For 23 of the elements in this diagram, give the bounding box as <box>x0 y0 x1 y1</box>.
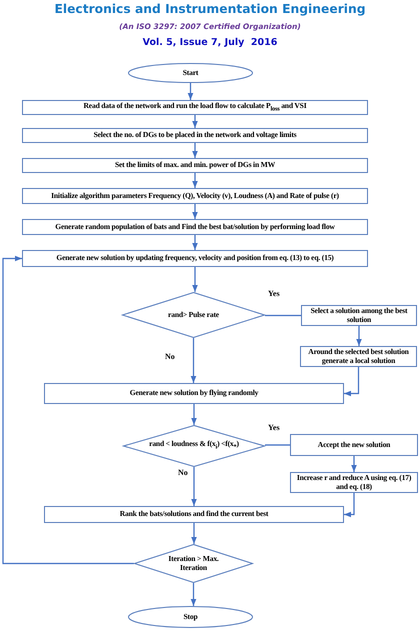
edge-label: No <box>178 468 188 477</box>
arrow <box>192 267 198 292</box>
arrow <box>192 173 198 188</box>
arrow <box>190 583 196 606</box>
edge-label: Yes <box>268 289 280 298</box>
arrow <box>192 143 198 158</box>
arrow <box>356 326 362 346</box>
arrow <box>2 256 134 564</box>
arrow <box>191 523 197 544</box>
arrow <box>351 456 357 472</box>
journal-title: Electronics and Instrumentation Engineering <box>53 2 367 16</box>
arrow <box>192 204 198 219</box>
issue-info: Vol. 5, Issue 7, July 2016 <box>142 37 278 48</box>
arrow <box>344 493 355 518</box>
arrow <box>190 338 196 383</box>
arrow <box>191 467 197 506</box>
edge-label: Yes <box>268 423 280 432</box>
arrow <box>344 367 360 396</box>
arrow <box>191 404 197 425</box>
edge-label: No <box>165 352 175 361</box>
arrow <box>192 115 198 128</box>
arrow <box>188 83 194 100</box>
arrow <box>192 235 198 250</box>
